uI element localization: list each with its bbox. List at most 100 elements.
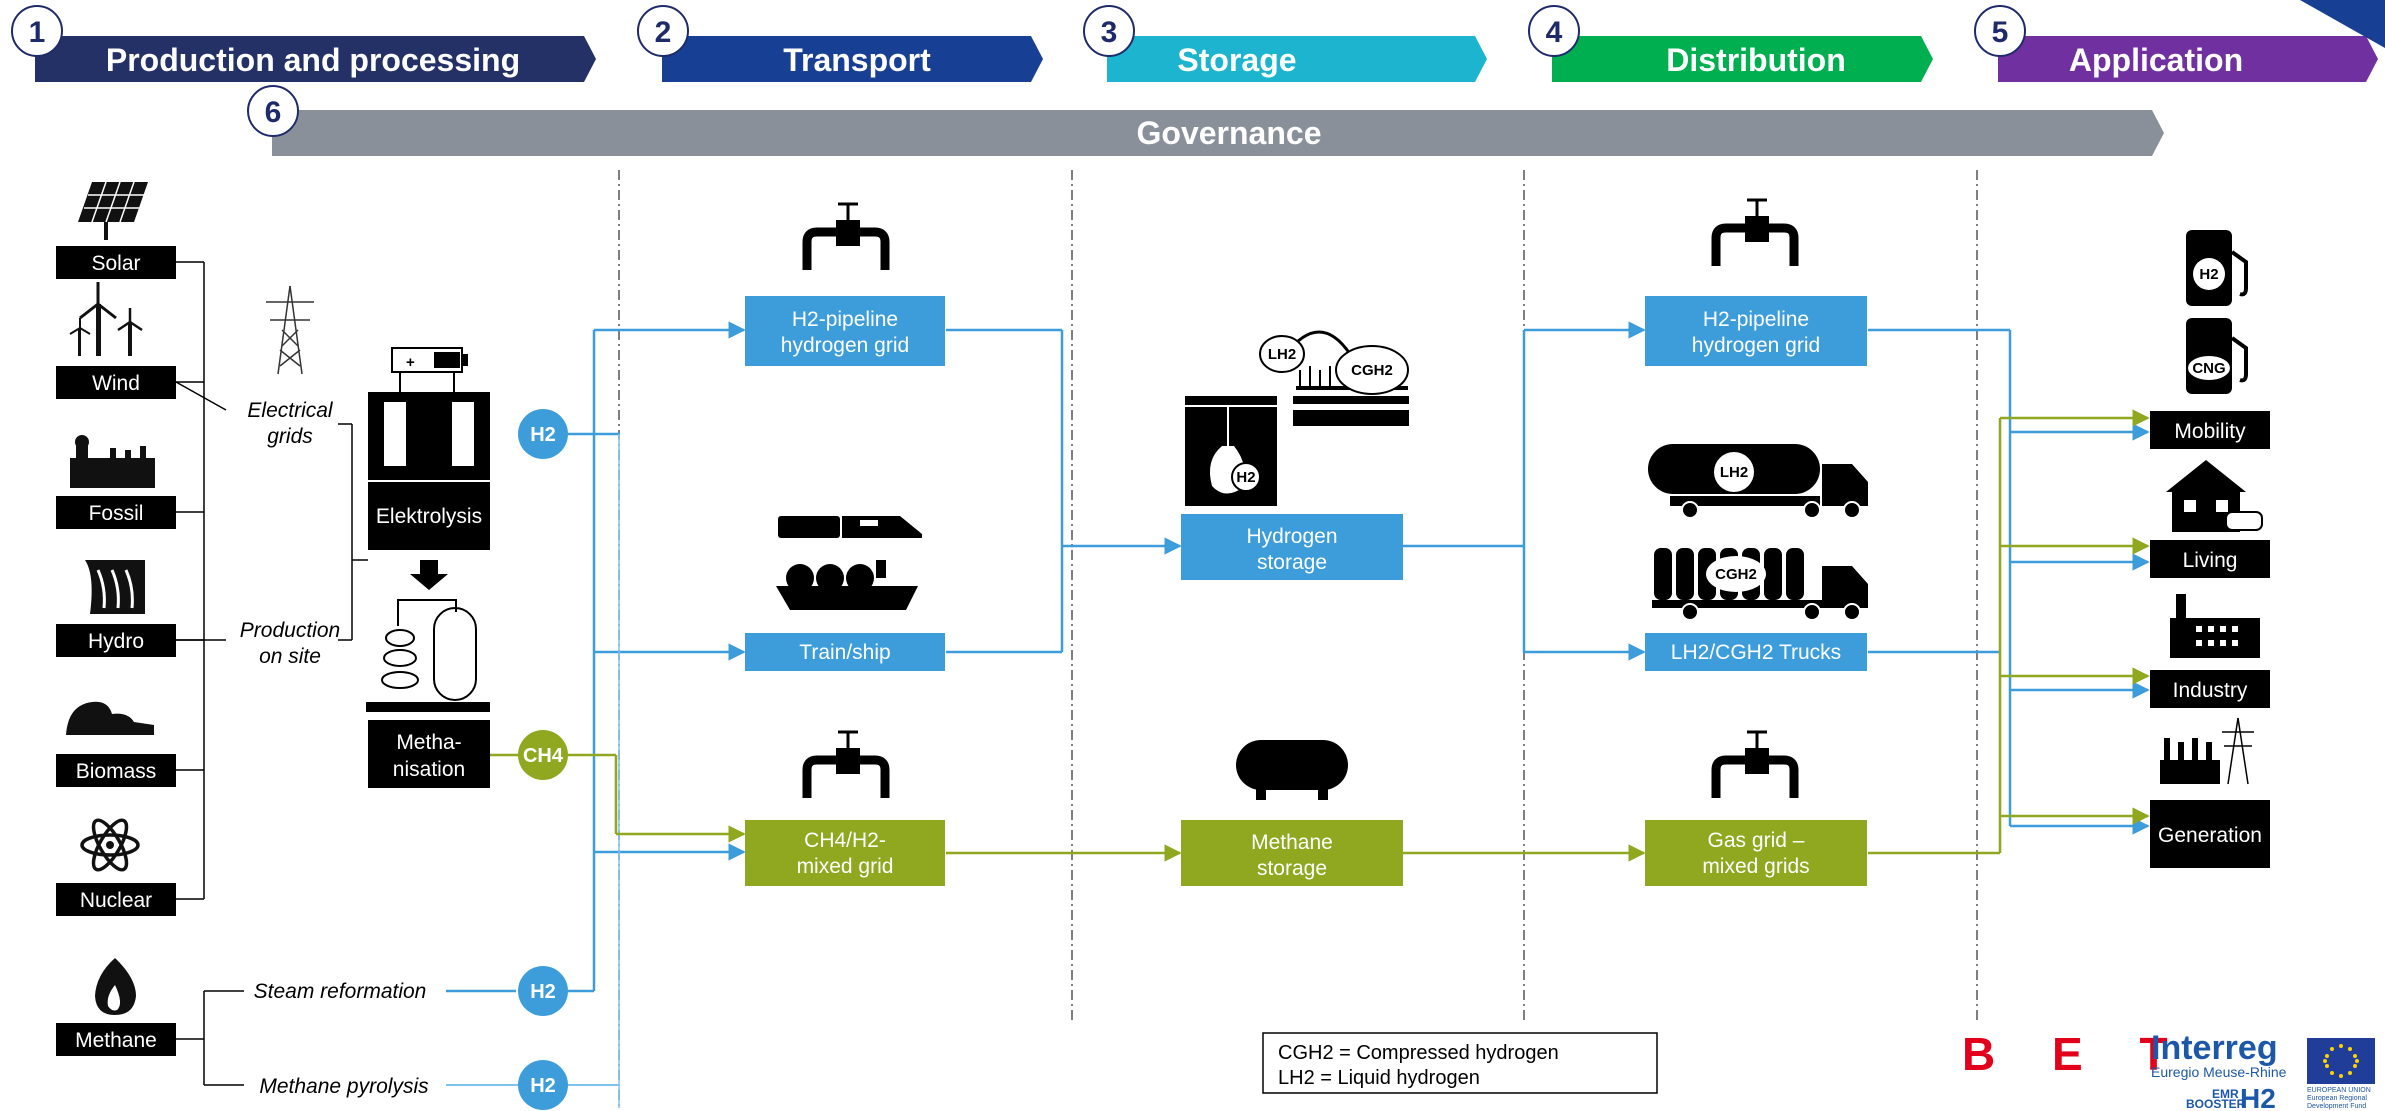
legend-line-lh2: LH2 = Liquid hydrogen — [1278, 1067, 1480, 1089]
source-box-fossil: Fossil — [56, 496, 176, 529]
steam-reformation-label: Steam reformation — [254, 980, 427, 1003]
pipeline-valve-icon — [802, 202, 890, 270]
transport-pipeline-label-1: H2-pipeline — [792, 308, 898, 331]
stage-number-4: 4 — [1546, 16, 1563, 49]
stage-banner-4 — [1552, 36, 1933, 82]
stage-header-1: 1 Production and processing — [11, 5, 596, 82]
hydro-dam-icon — [85, 560, 145, 614]
biomass-icon — [66, 701, 154, 735]
stage-header-4: 4 Distribution — [1528, 5, 1933, 82]
stage-title-1: Production and processing — [106, 42, 520, 78]
stage-banner-2 — [662, 36, 1043, 82]
h2-fuel-pump-icon: H2 — [2186, 230, 2248, 306]
liquid-compressed-tanks-icon: LH2 CGH2 — [1259, 330, 1409, 426]
application-box-living: Living — [2150, 540, 2270, 578]
source-box-hydro: Hydro — [56, 624, 176, 657]
emr-h2-booster-logo: EMR BOOSTER H2 — [2186, 1083, 2276, 1111]
stage-banner-1 — [35, 36, 596, 82]
elektrolysis-label: Elektrolysis — [376, 505, 482, 528]
stage-header-2: 2 Transport — [637, 5, 1043, 82]
bet-logo: B E T — [1962, 1028, 2190, 1080]
interreg-wordmark: Interreg — [2151, 1029, 2278, 1067]
power-pylon-icon — [266, 285, 314, 375]
source-label-nuclear: Nuclear — [80, 889, 152, 912]
stage-title-3: Storage — [1177, 42, 1296, 78]
lh2-truck-icon: LH2 — [1648, 444, 1868, 519]
distribution-trucks-label: LH2/CGH2 Trucks — [1671, 641, 1841, 664]
eu-label-1: EUROPEAN UNION — [2307, 1087, 2371, 1094]
ship-icon — [776, 560, 918, 610]
source-box-wind: Wind — [56, 366, 176, 399]
source-box-biomass: Biomass — [56, 754, 176, 787]
h2-badge-pyrolysis: H2 — [518, 1060, 568, 1110]
electrical-grids-label-2: grids — [267, 425, 313, 448]
source-box-methane: Methane — [56, 1023, 176, 1056]
methanisation-label-1: Metha- — [396, 731, 461, 754]
transport-train-ship-label: Train/ship — [799, 641, 890, 664]
gas-grid-label-1: Gas grid – — [1708, 829, 1805, 852]
emr-label: EMR — [2212, 1087, 2239, 1101]
electrical-grids-label-1: Electrical — [247, 399, 334, 422]
stage-number-badge-4 — [1528, 5, 1580, 57]
governance-number: 6 — [265, 96, 282, 129]
eu-flag-logo: EUROPEAN UNION European Regional Develop… — [2307, 1038, 2375, 1110]
h2-badge-label: H2 — [530, 981, 556, 1003]
stage-title-2: Transport — [783, 42, 931, 78]
governance-title: Governance — [1137, 115, 1322, 151]
storage-box-methane: Methane storage — [1181, 820, 1403, 886]
pipeline-valve-icon-3 — [1711, 198, 1799, 266]
gas-grid-label-2: mixed grids — [1702, 855, 1809, 878]
hydrogen-flow-lines — [446, 321, 2150, 993]
source-label-fossil: Fossil — [89, 502, 144, 525]
source-box-solar: Solar — [56, 246, 176, 279]
storage-box-hydrogen: Hydrogen storage — [1181, 514, 1403, 580]
stage-number-badge-3 — [1083, 5, 1135, 57]
factory-icon — [70, 435, 155, 488]
h2-badge-steam-reformation: H2 — [518, 966, 568, 1016]
stage-number-2: 2 — [655, 16, 672, 49]
application-label-generation: Generation — [2158, 824, 2262, 847]
industry-building-icon — [2170, 594, 2260, 658]
stage-banner-3 — [1107, 36, 1487, 82]
application-box-generation: Generation — [2150, 800, 2270, 868]
transport-box-pipeline: H2-pipeline hydrogen grid — [745, 296, 945, 366]
solar-panel-icon — [78, 181, 148, 240]
eu-label-3: Development Fund — [2307, 1103, 2366, 1110]
stage-header-3: 3 Storage — [1083, 5, 1487, 82]
ch4-badge-label: CH4 — [523, 745, 564, 767]
governance-banner — [272, 110, 2164, 156]
booster-label: BOOSTER — [2186, 1097, 2246, 1111]
stage-number-badge-2 — [637, 5, 689, 57]
house-icon — [2166, 460, 2263, 532]
production-on-site-label-1: Production — [240, 619, 340, 642]
cgh2-tank-label: CGH2 — [1351, 362, 1393, 379]
lh2-truck-label: LH2 — [1720, 464, 1748, 481]
distribution-box-gas-grid: Gas grid – mixed grids — [1645, 820, 1867, 886]
h2-logo-label: H2 — [2240, 1083, 2276, 1111]
cng-pump-label: CNG — [2192, 360, 2225, 377]
application-label-mobility: Mobility — [2174, 420, 2246, 443]
stage-number-3: 3 — [1101, 16, 1118, 49]
h2-badge-label: H2 — [530, 1075, 556, 1097]
source-label-methane: Methane — [75, 1029, 157, 1052]
methanation-reactor-icon — [366, 599, 490, 712]
interreg-logo: Interreg Euregio Meuse-Rhine — [2151, 1029, 2287, 1080]
governance-number-badge — [247, 85, 299, 137]
transport-pipeline-label-2: hydrogen grid — [781, 334, 909, 357]
h2-pump-label: H2 — [2199, 266, 2218, 283]
governance-header: 6 Governance — [247, 85, 2164, 156]
electrolysis-unit-icon: + — [368, 347, 490, 480]
transport-box-train-ship: Train/ship — [745, 633, 945, 671]
methane-flow-lines — [490, 409, 2150, 862]
source-label-wind: Wind — [92, 372, 140, 395]
cng-fuel-pump-icon: CNG — [2186, 318, 2248, 394]
source-bracket — [175, 261, 368, 1086]
stage-number-1: 1 — [29, 16, 46, 49]
hydrogen-storage-label-1: Hydrogen — [1246, 525, 1337, 548]
power-plant-icon — [2160, 717, 2254, 785]
train-icon — [778, 516, 922, 538]
hydrogen-storage-label-2: storage — [1257, 551, 1327, 574]
production-on-site-label-2: on site — [259, 645, 321, 668]
methanisation-label-2: nisation — [393, 758, 465, 781]
